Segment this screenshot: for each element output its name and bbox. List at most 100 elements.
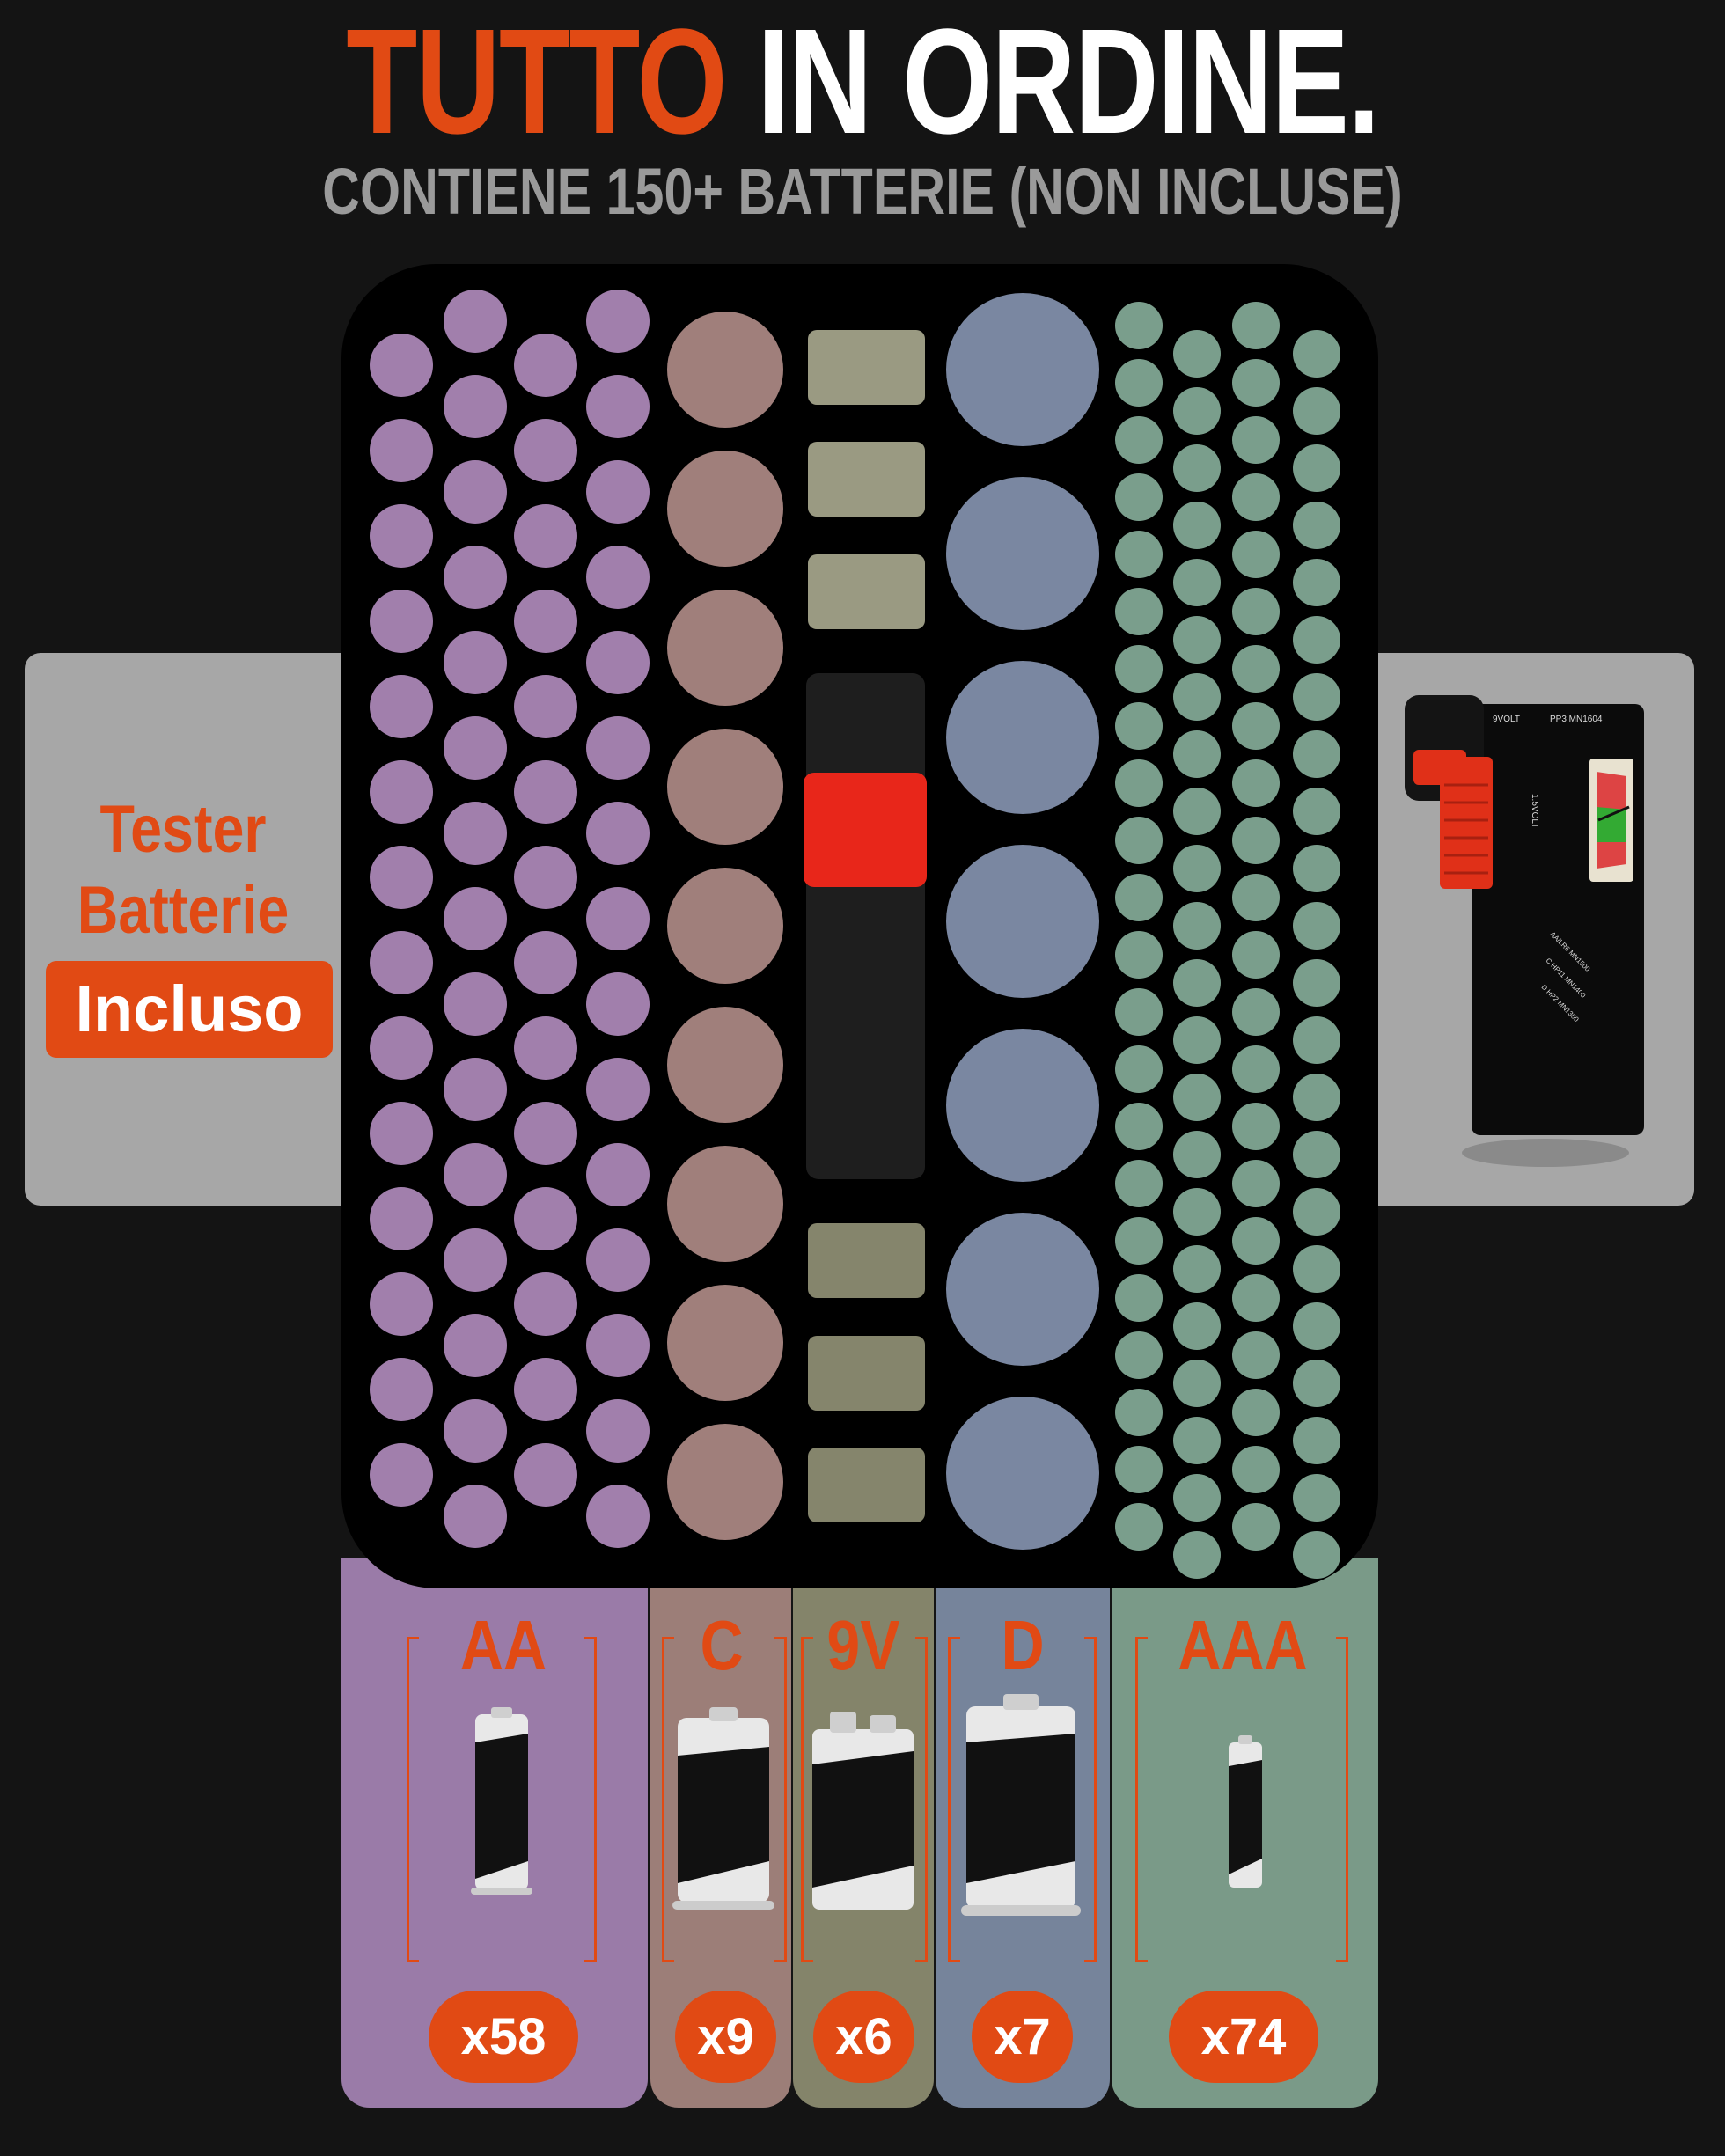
aaa-slot: [1293, 845, 1340, 892]
aaa-slot: [1293, 1074, 1340, 1121]
aa-slot: [444, 1485, 507, 1548]
aa-slot: [444, 290, 507, 353]
aaa-slot: [1232, 1331, 1280, 1379]
aaa-slot: [1115, 302, 1163, 349]
bracket-c-left: [662, 1637, 674, 1962]
aaa-slot: [1293, 1188, 1340, 1236]
aaa-slot: [1173, 616, 1221, 664]
aaa-slot: [1232, 1446, 1280, 1493]
aaa-slot: [1173, 1417, 1221, 1464]
aaa-slot: [1173, 1302, 1221, 1350]
tester-title-line1: Tester: [99, 792, 267, 867]
d-slot: [946, 1029, 1099, 1182]
aaa-slot: [1173, 845, 1221, 892]
aaa-slot: [1293, 1474, 1340, 1522]
tester-slot-slider: [804, 773, 927, 887]
aa-slot: [370, 504, 433, 568]
bracket-d-right: [1084, 1637, 1097, 1962]
aaa-slot: [1115, 1389, 1163, 1436]
label-9v: 9V: [826, 1606, 900, 1684]
aaa-slot: [1293, 502, 1340, 549]
aaa-slot: [1173, 1188, 1221, 1236]
tester-title-line2: Batterie: [77, 873, 290, 948]
aaa-slot: [1115, 931, 1163, 979]
aaa-slot: [1232, 1045, 1280, 1093]
aaa-slot: [1232, 359, 1280, 407]
aa-slot: [586, 1143, 650, 1206]
aaa-slot: [1173, 673, 1221, 721]
count-aa: x58: [429, 1991, 578, 2083]
aa-slot: [586, 631, 650, 694]
aaa-slot: [1173, 1074, 1221, 1121]
aaa-slot: [1173, 1360, 1221, 1407]
bracket-aaa-left: [1135, 1637, 1148, 1962]
included-badge: Incluso: [46, 961, 333, 1058]
aaa-slot: [1115, 1045, 1163, 1093]
aa-slot: [370, 1016, 433, 1080]
aa-slot: [514, 1272, 577, 1336]
battery-organizer-tray: [341, 264, 1378, 1588]
aa-slot: [514, 1016, 577, 1080]
aa-slot: [586, 375, 650, 438]
aaa-slot: [1293, 559, 1340, 606]
aa-slot: [586, 972, 650, 1036]
aaa-slot: [1293, 1360, 1340, 1407]
aa-slot: [586, 460, 650, 524]
aa-slot: [370, 760, 433, 824]
aaa-slot: [1293, 902, 1340, 950]
aaa-slot: [1115, 1103, 1163, 1150]
9v-slot: [808, 330, 925, 405]
aa-slot: [586, 1314, 650, 1377]
aaa-slot: [1173, 1131, 1221, 1178]
aaa-slot: [1173, 502, 1221, 549]
d-slot: [946, 293, 1099, 446]
aaa-slot: [1115, 359, 1163, 407]
title-white: IN ORDINE.: [757, 0, 1380, 165]
9v-slot: [808, 1223, 925, 1298]
aa-slot: [586, 1228, 650, 1292]
count-9v: x6: [813, 1991, 914, 2083]
aaa-slot: [1232, 931, 1280, 979]
label-c: C: [700, 1606, 744, 1684]
page-title: TUTTO IN ORDINE.: [190, 7, 1536, 157]
aa-slot: [370, 1443, 433, 1507]
aa-slot: [514, 1187, 577, 1250]
aaa-slot: [1173, 1474, 1221, 1522]
aaa-slot: [1115, 1160, 1163, 1207]
aaa-slot: [1293, 616, 1340, 664]
aa-slot: [444, 1314, 507, 1377]
tester-label-9volt: 9VOLT: [1493, 715, 1520, 724]
aaa-slot: [1232, 817, 1280, 864]
aaa-slot: [1293, 1531, 1340, 1579]
aa-slot: [444, 716, 507, 780]
aa-slot: [514, 334, 577, 397]
tester-label-pp3: PP3 MN1604: [1550, 715, 1603, 724]
c-slot: [667, 1146, 783, 1262]
aa-slot: [444, 1399, 507, 1463]
tester-slot-body: [806, 673, 925, 1179]
aa-slot: [444, 1228, 507, 1292]
aa-slot: [370, 419, 433, 482]
c-slot: [667, 1424, 783, 1540]
aaa-battery-icon: [1229, 1735, 1262, 1888]
bracket-c-right: [774, 1637, 787, 1962]
aaa-slot: [1293, 1016, 1340, 1064]
aa-slot: [370, 931, 433, 994]
aaa-slot: [1115, 1503, 1163, 1551]
aa-slot: [444, 460, 507, 524]
aa-slot: [370, 334, 433, 397]
tester-label-15volt: 1.5VOLT: [1530, 794, 1539, 828]
aaa-slot: [1173, 330, 1221, 378]
aaa-slot: [1293, 788, 1340, 835]
battery-slots: [370, 290, 1340, 1579]
9v-battery-icon: [812, 1712, 914, 1910]
aa-slot: [514, 1358, 577, 1421]
aaa-slot: [1232, 702, 1280, 750]
aaa-slot: [1173, 1245, 1221, 1293]
label-aaa: AAA: [1178, 1606, 1308, 1684]
aaa-slot: [1232, 1217, 1280, 1265]
aaa-slot: [1232, 645, 1280, 693]
aa-slot: [586, 716, 650, 780]
aaa-slot: [1293, 1245, 1340, 1293]
c-battery-icon: [672, 1707, 774, 1910]
